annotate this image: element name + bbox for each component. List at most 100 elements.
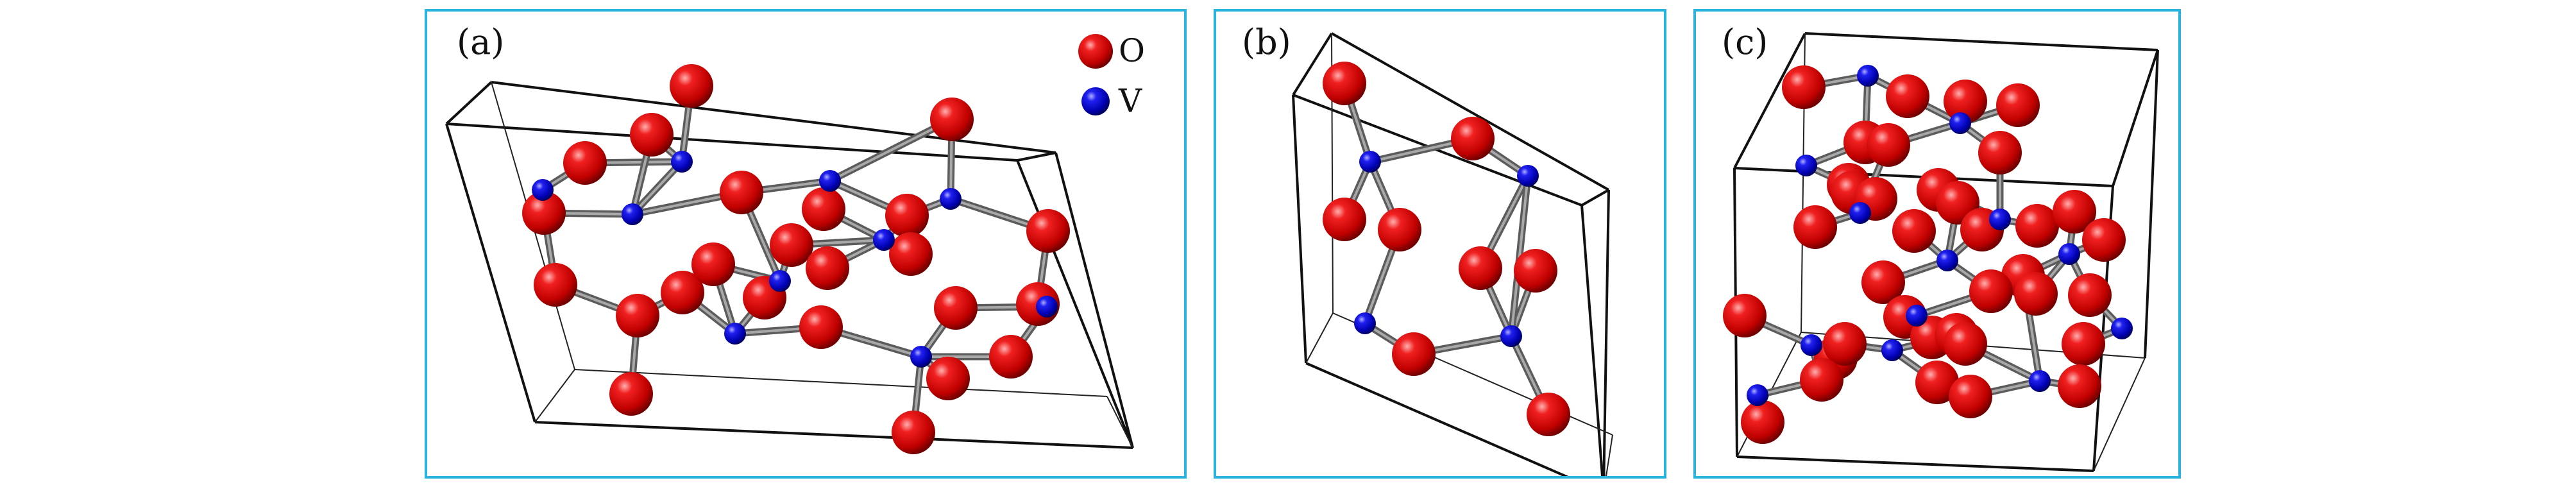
oxygen-atom [2062,322,2105,366]
panel-c: (c) [1693,9,2181,479]
bonds-b [1341,80,1552,418]
oxygen-atom [1969,269,2013,313]
cell-edge [1292,32,1333,96]
vanadium-atom [1949,112,1971,134]
cell-edge [1606,434,1613,476]
oxygen-atom [930,98,974,141]
cell-edge [1292,94,1307,364]
oxygen-atom [1793,205,1837,249]
vanadium-atom [819,170,841,192]
oxygen-atom [616,294,659,337]
oxygen-atom [1323,198,1366,241]
oxygen-atom [563,141,607,185]
vanadium-atom [1795,155,1817,176]
cell-edge [2093,357,2146,472]
oxygen-atom [989,335,1033,379]
oxygen-atom [802,187,845,231]
vanadium-atom [1359,151,1381,173]
atoms-c [1723,65,2133,444]
vanadium-atom [873,229,895,251]
oxygen-atom [889,232,933,276]
vanadium-atom [1354,312,1376,334]
vanadium-atom [532,179,554,201]
vanadium-atom [1747,384,1768,406]
vanadium-atom [1989,208,2011,230]
oxygen-atom [1514,249,1557,293]
oxygen-atom [1378,208,1421,251]
oxygen-atom [1861,260,1905,304]
oxygen-atom [806,246,849,290]
oxygen-atom [1741,400,1784,444]
vanadium-atom [1936,250,1958,271]
cell-edge [446,123,1018,162]
cell-edge [2144,49,2159,359]
oxygen-atom [2015,204,2059,248]
legend-atoms [1078,34,1113,115]
oxygen-atom [670,64,713,108]
oxygen-atom [522,191,566,235]
crystal-structure-a [445,34,1134,454]
oxygen-atom [2058,364,2101,408]
panel-b: (b) [1214,9,1666,479]
oxygen-atom [1978,131,2022,174]
panel-c-label: (c) [1722,22,1768,62]
cell-edge [1733,33,1806,169]
oxygen-atom [1944,80,1987,123]
oxygen-atom [1944,322,1987,366]
legend-oxygen-label: O [1119,32,1145,69]
oxygen-atom [1915,361,1959,404]
unit-cell-b [1292,32,1613,476]
oxygen-atom [1459,246,1502,290]
cell-edge [1736,455,2094,472]
oxygen-atom [1886,74,1929,118]
oxygen-atom [1323,62,1366,105]
oxygen-atom [534,263,577,307]
panel-b-label: (b) [1242,22,1291,62]
oxygen-atom [2082,218,2126,262]
cell-edge [1305,362,1569,476]
crystal-structure-b [1292,32,1613,476]
cell-edge [574,369,1108,397]
vanadium-atom [1036,296,1058,318]
unit-cell-c [1733,32,2159,472]
legend-oxygen-icon [1078,34,1113,69]
oxygen-atom [1392,332,1436,376]
cell-edge [1331,32,1609,191]
oxygen-atom [1823,322,1867,366]
oxygen-atom [2053,190,2096,234]
cell-edge [1581,189,1609,207]
oxygen-atom [630,113,674,157]
oxygen-atom [2068,273,2112,317]
cell-edge [1305,312,1334,364]
oxygen-atom [1527,393,1570,436]
cell-edge [1106,396,1133,448]
vanadium-atom [769,270,791,292]
vanadium-atom [1849,202,1871,224]
vanadium-atom [1801,334,1822,356]
cell-edge [1055,152,1134,448]
oxygen-atom [661,271,704,314]
vanadium-atom [2111,318,2133,339]
oxygen-atom [691,242,735,286]
oxygen-atom [2014,272,2058,316]
cell-edge [491,81,1056,154]
oxygen-atom [1996,83,2040,127]
vanadium-atom [2058,243,2080,265]
cell-edge [1016,160,1134,448]
cell-edge [1017,151,1056,162]
atoms-b [1323,62,1570,436]
cell-edge [2112,49,2159,187]
panel-a-label: (a) [457,22,505,62]
vanadium-atom [940,188,962,210]
cell-edge [1580,205,1604,476]
oxygen-atom [799,305,843,349]
vanadium-atom [1500,325,1522,347]
vanadium-atom [622,203,643,225]
vanadium-atom [724,323,746,345]
cell-edge [534,369,575,423]
oxygen-atom [1892,209,1936,253]
oxygen-atom [1782,65,1826,109]
atoms-a [522,64,1070,454]
oxygen-atom [934,286,978,330]
vanadium-atom [1906,305,1928,327]
